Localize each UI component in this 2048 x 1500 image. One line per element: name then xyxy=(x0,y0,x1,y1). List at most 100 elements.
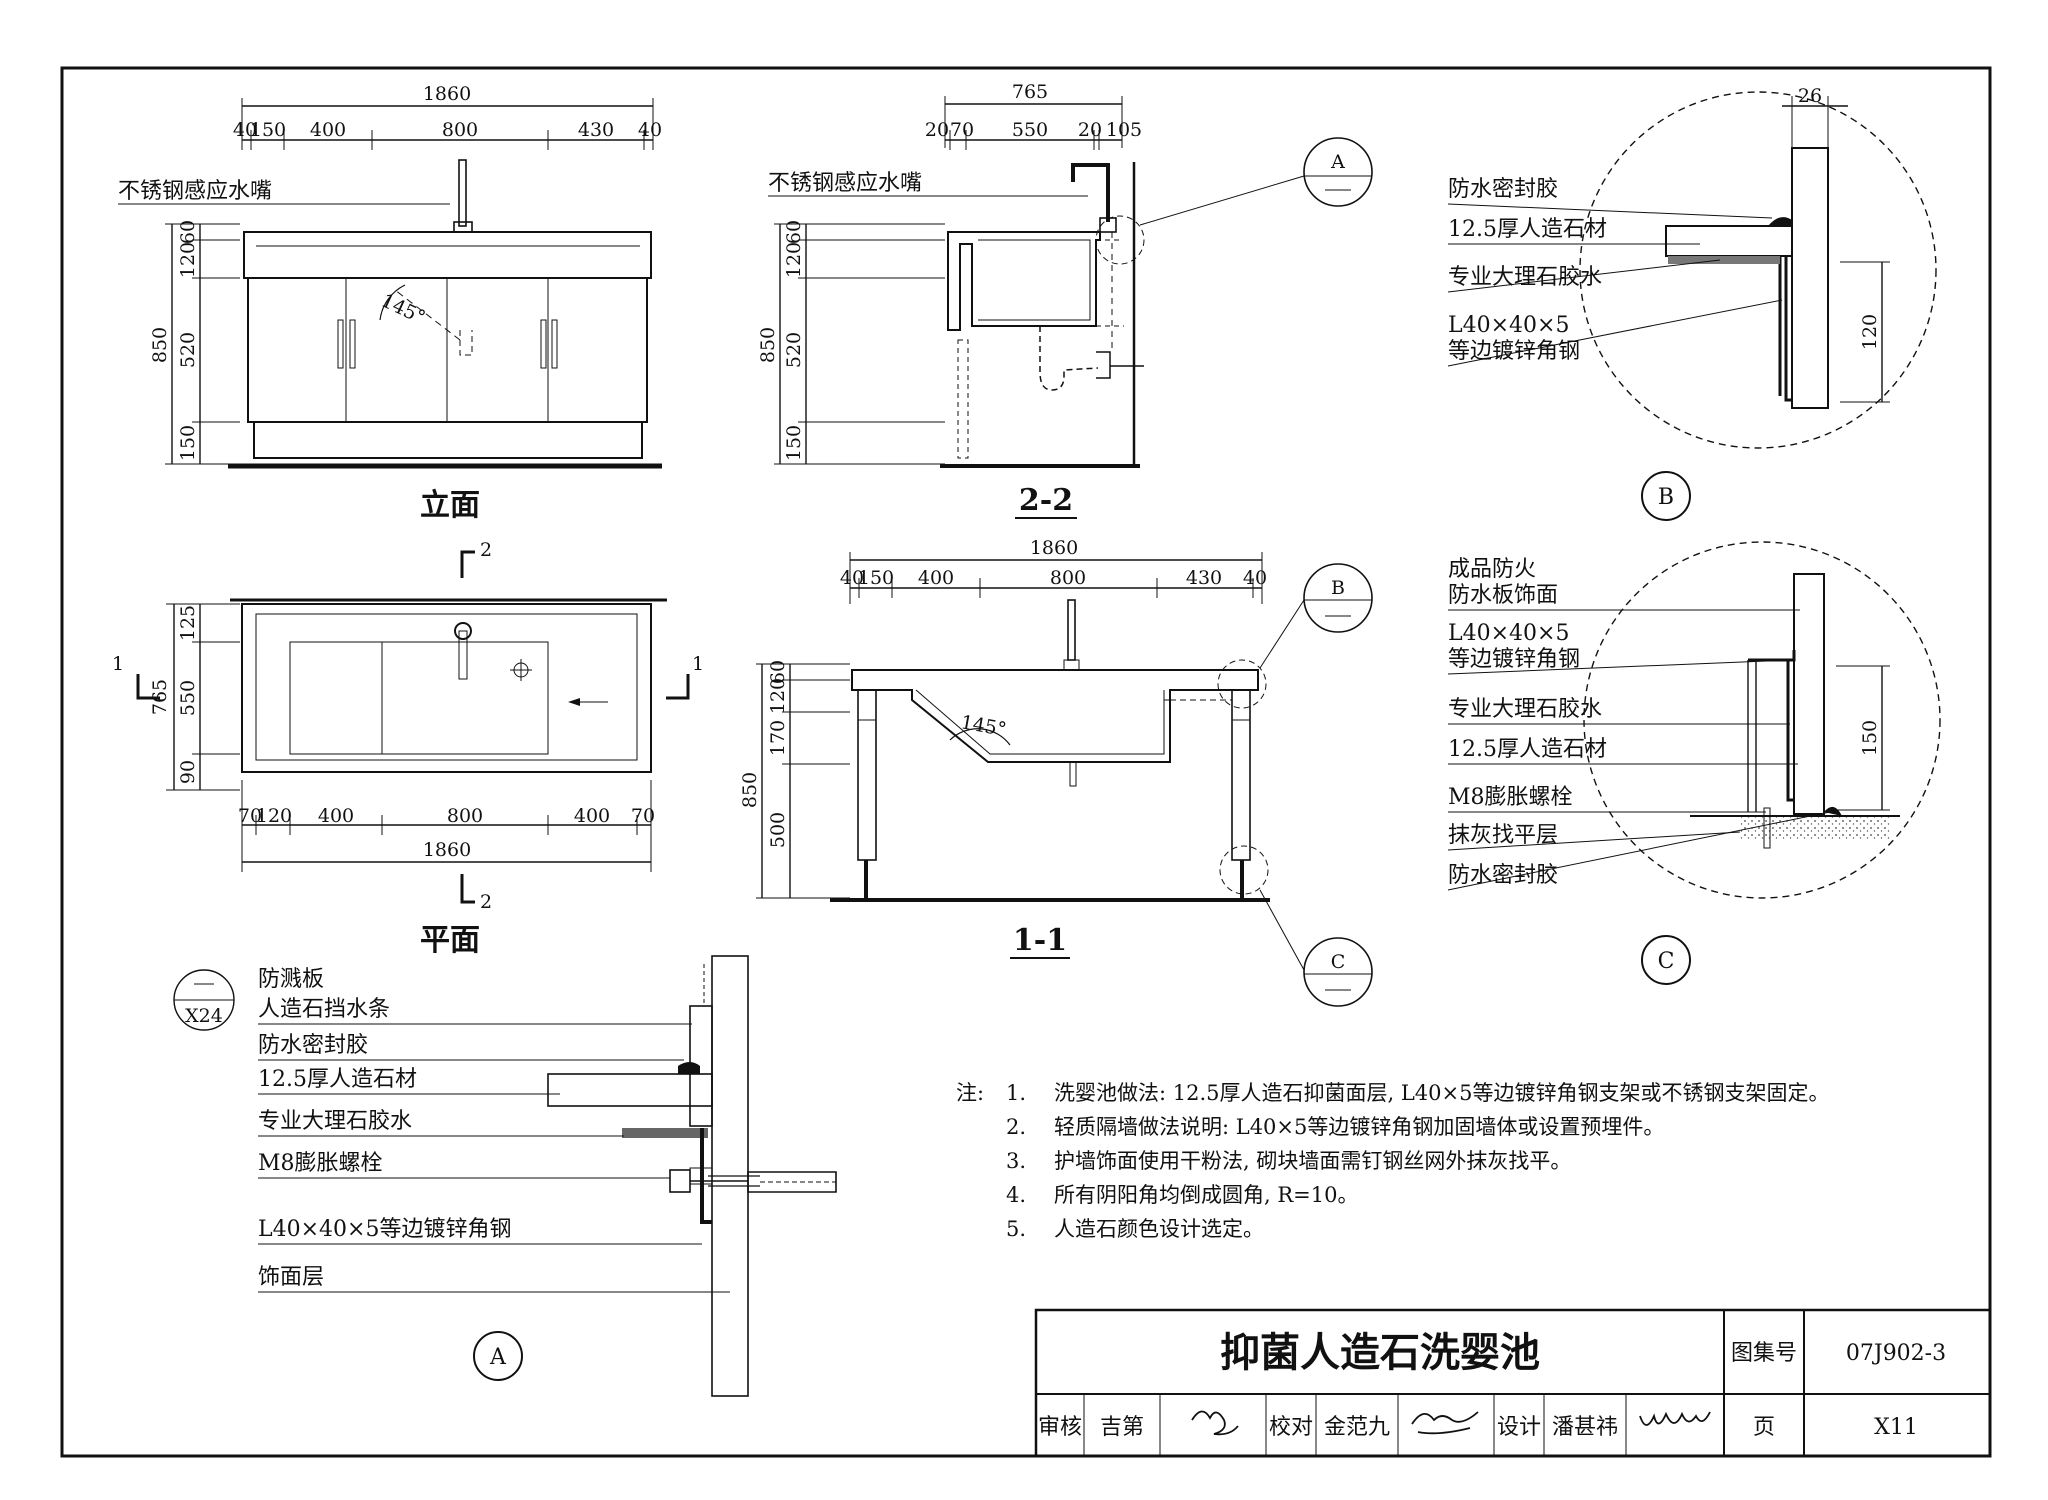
s22-detail-mark: A xyxy=(1330,151,1345,173)
elev-dim-40a: 40 xyxy=(233,119,257,141)
detail-a-ref-sheet: X24 xyxy=(185,1005,223,1027)
s11-dim-40b: 40 xyxy=(1243,567,1267,589)
s22-dim-20b: 20 xyxy=(1078,119,1102,141)
detail-b-mark-text: B xyxy=(1658,485,1674,510)
s11-dim-60: 60 xyxy=(767,660,789,684)
note-3-text: 护墙饰面使用干粉法, 砌块墙面需钉钢丝网外抹灰找平。 xyxy=(1054,1149,1571,1173)
page-label: 页 xyxy=(1753,1415,1775,1440)
detail-c-label-1: 防水板饰面 xyxy=(1448,583,1558,608)
elev-faucet-label: 不锈钢感应水嘴 xyxy=(118,179,272,204)
note-2-text: 轻质隔墙做法说明: L40×5等边镀锌角钢加固墙体或设置预埋件。 xyxy=(1054,1115,1664,1139)
atlas-number: 07J902-3 xyxy=(1846,1341,1946,1366)
s11-dim-500: 500 xyxy=(767,812,789,848)
detail-mark-b-callout xyxy=(1303,563,1373,633)
plan-dim-765: 765 xyxy=(149,679,171,715)
s11-dim-150: 150 xyxy=(858,567,894,589)
elev-dim-520: 520 xyxy=(177,332,199,368)
detail-b-label-0: 防水密封胶 xyxy=(1448,177,1558,202)
s11-basin xyxy=(851,669,1259,763)
elevation-view: 1860 40 150 400 800 430 40 不锈钢感应水嘴 145° xyxy=(118,83,662,523)
note-1-num: 1. xyxy=(1006,1081,1026,1105)
s11-detail-mark-b: B xyxy=(1331,577,1345,599)
s22-dim-20a: 20 xyxy=(925,119,949,141)
section-1-1: 1860 40 150 400 800 430 40 145° 850 60 xyxy=(739,537,1373,1007)
detail-c-dim-150: 150 xyxy=(1859,720,1881,756)
s11-dim-800: 800 xyxy=(1050,567,1086,589)
plan-dim-125: 125 xyxy=(177,605,199,641)
drawing-title: 抑菌人造石洗婴池 xyxy=(1220,1329,1540,1376)
elev-dim-800: 800 xyxy=(442,119,478,141)
plan-mark-bottom: 2 xyxy=(480,891,492,913)
detail-a-label-4: 专业大理石胶水 xyxy=(258,1109,412,1134)
title-block: 抑菌人造石洗婴池 图集号 07J902-3 页 X11 审核 吉第 校对 金范九… xyxy=(1034,1308,1992,1458)
detail-c-label-5: 12.5厚人造石材 xyxy=(1448,737,1607,762)
elev-countertop xyxy=(243,231,652,279)
detail-a-label-0: 防溅板 xyxy=(258,967,324,992)
elev-dim-430: 430 xyxy=(578,119,614,141)
s22-dim-520: 520 xyxy=(783,332,805,368)
s22-caption: 2-2 xyxy=(1019,483,1073,518)
detail-mark-a-callout xyxy=(1303,137,1373,207)
elev-dim-60: 60 xyxy=(177,220,199,244)
notes-prefix: 注: xyxy=(956,1081,984,1105)
s22-dim-105: 105 xyxy=(1106,119,1142,141)
detail-c-mark xyxy=(1641,935,1691,985)
s22-dim-60: 60 xyxy=(783,220,805,244)
detail-a-label-1: 人造石挡水条 xyxy=(258,997,390,1022)
designer-name: 潘甚祎 xyxy=(1552,1415,1618,1440)
atlas-label: 图集号 xyxy=(1731,1341,1797,1366)
detail-a: X24 防溅板 人造石挡水条 防水密封胶 12.5厚人造石材 专业大理石胶水 M… xyxy=(173,955,837,1397)
s11-dim-430: 430 xyxy=(1186,567,1222,589)
s11-dim-40a: 40 xyxy=(840,567,864,589)
s22-dim-550: 550 xyxy=(1012,119,1048,141)
s11-caption: 1-1 xyxy=(1013,923,1067,958)
s11-angle: 145° xyxy=(959,711,1008,741)
plan-outline xyxy=(241,603,652,773)
s11-detail-mark-c: C xyxy=(1331,951,1346,973)
detail-c: 150 成品防火 防水板饰面 L40×40×5 等边镀锌角钢 专业大理石胶水 1… xyxy=(1447,541,1941,985)
review-label: 审核 xyxy=(1038,1415,1082,1440)
plan-dim-90: 90 xyxy=(177,760,199,784)
detail-a-label-3: 12.5厚人造石材 xyxy=(258,1067,417,1092)
detail-b-label-1: 12.5厚人造石材 xyxy=(1448,217,1607,242)
elev-dim-150: 150 xyxy=(250,119,286,141)
note-2-num: 2. xyxy=(1006,1115,1026,1139)
checker-signature xyxy=(1411,1411,1479,1435)
detail-b-label-4: 等边镀锌角钢 xyxy=(1448,339,1580,364)
reviewer-signature xyxy=(1191,1410,1239,1436)
plan-mark-left: 1 xyxy=(112,653,124,675)
detail-a-label-7: 饰面层 xyxy=(258,1265,324,1290)
note-4-num: 4. xyxy=(1006,1183,1026,1207)
detail-a-label-2: 防水密封胶 xyxy=(258,1033,368,1058)
s22-dim-120: 120 xyxy=(783,242,805,278)
elev-angle: 145° xyxy=(378,290,429,329)
s11-dim-170: 170 xyxy=(767,720,789,756)
s22-faucet-label: 不锈钢感应水嘴 xyxy=(768,171,922,196)
plan-dim-550: 550 xyxy=(177,680,199,716)
notes: 注: 1. 洗婴池做法: 12.5厚人造石抑菌面层, L40×5等边镀锌角钢支架… xyxy=(956,1081,1829,1241)
s22-dim-total: 765 xyxy=(1012,81,1048,103)
plan-dim-800: 800 xyxy=(447,805,483,827)
note-3-num: 3. xyxy=(1006,1149,1026,1173)
elev-dim-150v: 150 xyxy=(177,425,199,461)
elev-dim-850: 850 xyxy=(149,327,171,363)
elev-dim-40b: 40 xyxy=(638,119,662,141)
sheet-border xyxy=(60,66,1992,1458)
plan-dim-400a: 400 xyxy=(318,805,354,827)
detail-c-label-2: L40×40×5 xyxy=(1448,621,1569,646)
s22-dim-70: 70 xyxy=(950,119,974,141)
detail-b-label-2: 专业大理石胶水 xyxy=(1448,265,1602,290)
plan-dim-400b: 400 xyxy=(574,805,610,827)
detail-b-mark xyxy=(1641,471,1691,521)
s22-dim-150: 150 xyxy=(783,425,805,461)
elev-dim-400: 400 xyxy=(310,119,346,141)
s11-dim-total: 1860 xyxy=(1030,537,1078,559)
detail-b: 26 120 防水密封胶 12.5厚人造石材 专业大理石胶水 L40×40×5 … xyxy=(1447,85,1937,521)
detail-c-label-3: 等边镀锌角钢 xyxy=(1448,647,1580,672)
elev-dim-120: 120 xyxy=(177,242,199,278)
detail-c-label-6: M8膨胀螺栓 xyxy=(1448,785,1573,810)
detail-a-mark-text: A xyxy=(489,1345,507,1370)
detail-b-label-3: L40×40×5 xyxy=(1448,313,1569,338)
plan-mark-top: 2 xyxy=(480,539,492,561)
reviewer-name: 吉第 xyxy=(1100,1415,1144,1440)
